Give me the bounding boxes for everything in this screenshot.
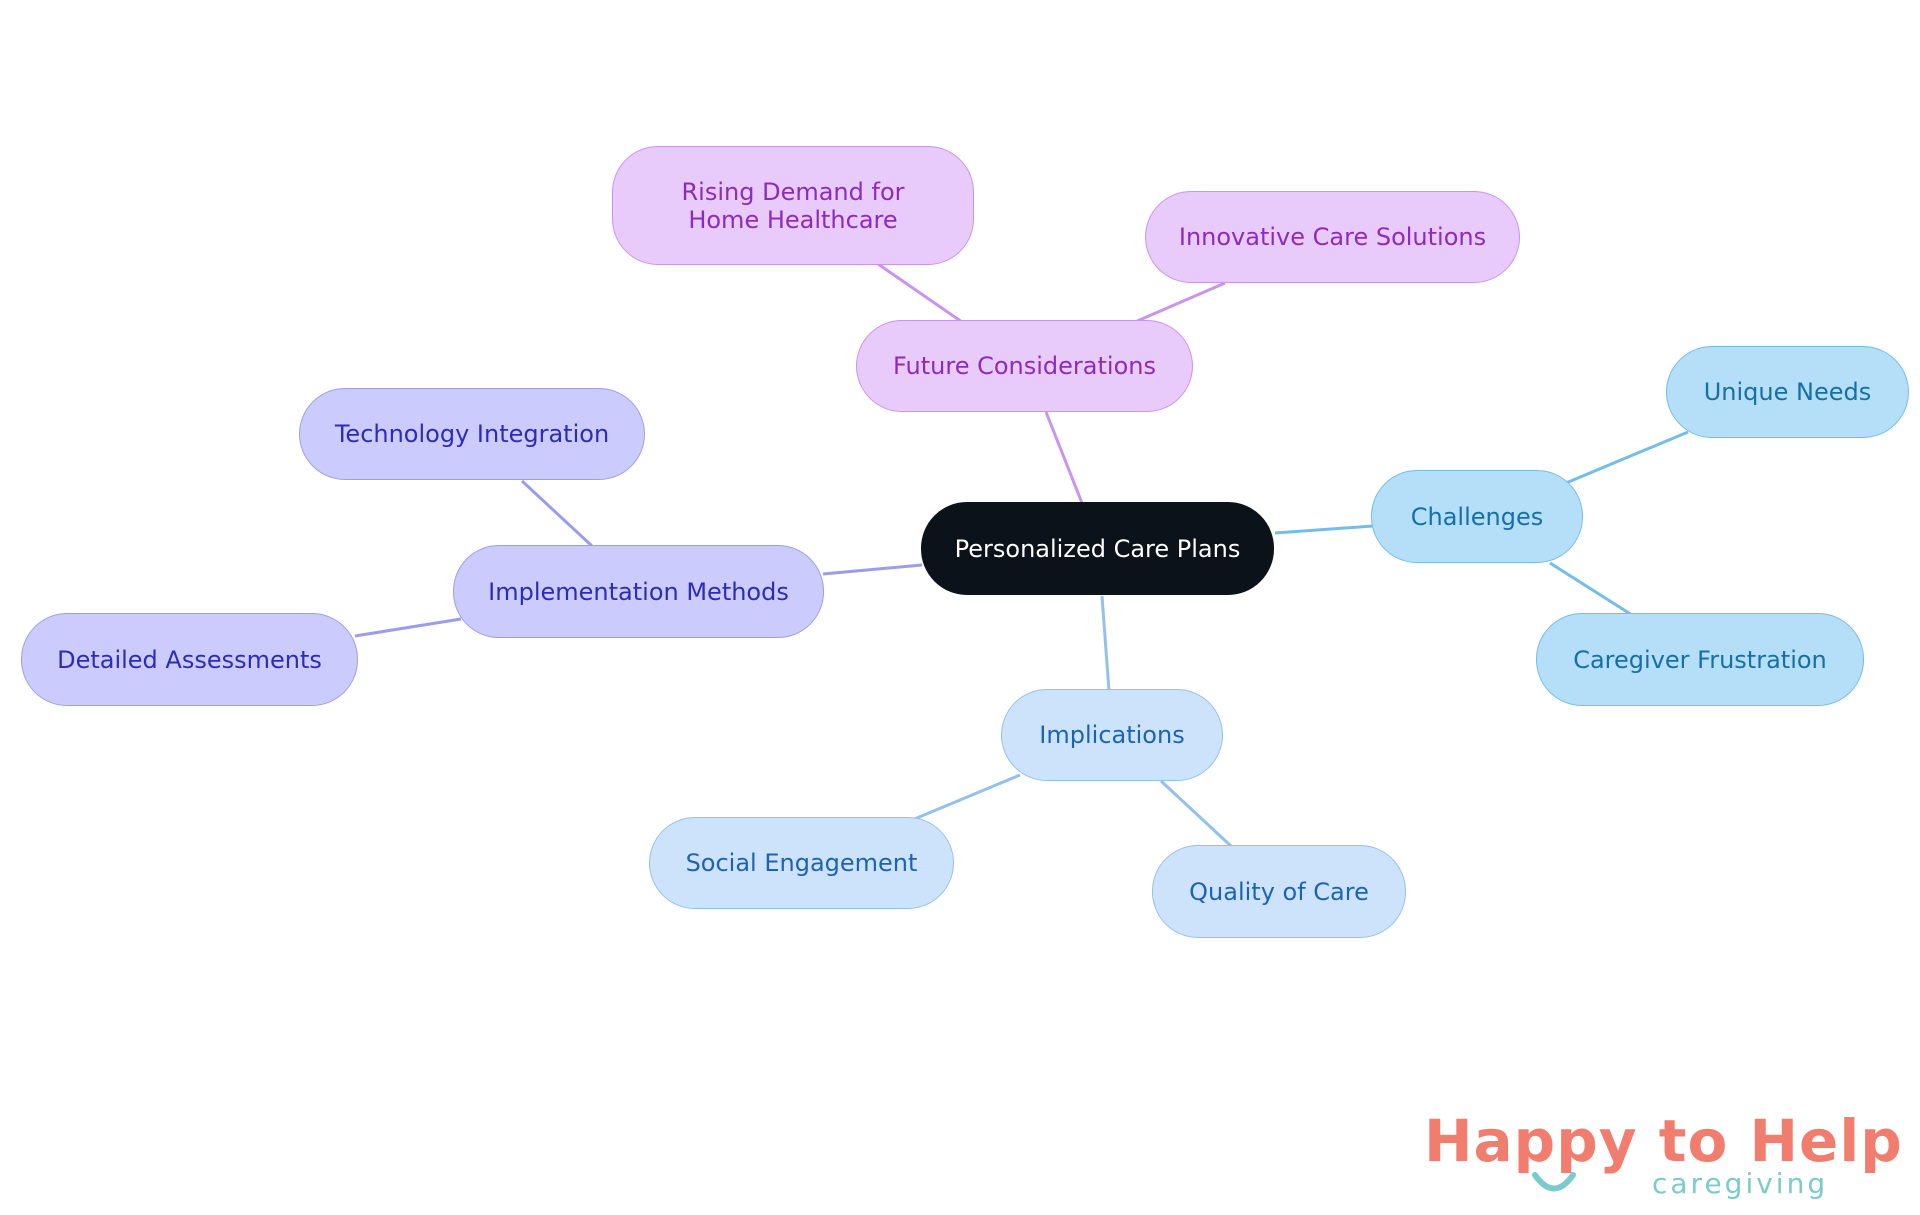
- branch-node-implementation-methods[interactable]: Implementation Methods: [453, 545, 824, 638]
- leaf-label-detailed-assessments: Detailed Assessments: [57, 645, 322, 674]
- root-node-label: Personalized Care Plans: [954, 534, 1241, 563]
- leaf-label-technology-integration: Technology Integration: [334, 420, 610, 448]
- logo-wordmark: Happy to Help: [1424, 1107, 1903, 1175]
- edge-implementation-detailed: [354, 617, 462, 638]
- leaf-label-innovative-care: Innovative Care Solutions: [1178, 223, 1487, 251]
- edge-root-future: [1044, 411, 1084, 504]
- leaf-node-social-engagement[interactable]: Social Engagement: [649, 817, 954, 909]
- edge-implementation-technology: [520, 479, 594, 548]
- branch-node-future-considerations[interactable]: Future Considerations: [856, 320, 1193, 412]
- leaf-node-unique-needs[interactable]: Unique Needs: [1666, 346, 1909, 438]
- logo-tagline: caregiving: [1652, 1167, 1829, 1200]
- leaf-node-detailed-assessments[interactable]: Detailed Assessments: [21, 613, 358, 706]
- branch-label-challenges: Challenges: [1410, 502, 1544, 531]
- branch-label-implementation-methods: Implementation Methods: [488, 577, 789, 606]
- edge-implications-quality: [1159, 779, 1234, 849]
- branch-label-future-considerations: Future Considerations: [893, 352, 1156, 380]
- branch-node-challenges[interactable]: Challenges: [1371, 470, 1583, 563]
- edge-future-innovative: [1134, 281, 1226, 324]
- leaf-label-social-engagement: Social Engagement: [685, 849, 918, 877]
- smile-icon: [1532, 1172, 1576, 1192]
- edge-challenges-unique: [1565, 430, 1689, 485]
- branch-node-implications[interactable]: Implications: [1001, 689, 1223, 781]
- leaf-label-quality-of-care: Quality of Care: [1189, 877, 1369, 906]
- root-node[interactable]: Personalized Care Plans: [921, 502, 1274, 595]
- leaf-node-rising-demand[interactable]: Rising Demand for Home Healthcare: [612, 146, 974, 265]
- edge-root-challenges: [1274, 524, 1374, 535]
- edge-root-implementation: [822, 563, 923, 576]
- branch-label-implications: Implications: [1039, 721, 1185, 749]
- edge-implications-social: [911, 773, 1021, 822]
- leaf-node-technology-integration[interactable]: Technology Integration: [299, 388, 645, 480]
- leaf-node-innovative-care[interactable]: Innovative Care Solutions: [1145, 191, 1520, 283]
- edge-challenges-frustration: [1549, 561, 1633, 617]
- edge-root-implications: [1100, 595, 1111, 692]
- leaf-node-caregiver-frustration[interactable]: Caregiver Frustration: [1536, 613, 1864, 706]
- leaf-label-caregiver-frustration: Caregiver Frustration: [1573, 645, 1827, 674]
- leaf-label-rising-demand: Rising Demand for Home Healthcare: [681, 177, 905, 234]
- edge-future-rising: [877, 262, 963, 324]
- happy-to-help-logo: Happy to Help caregiving: [1424, 1106, 1902, 1206]
- leaf-node-quality-of-care[interactable]: Quality of Care: [1152, 845, 1406, 938]
- leaf-label-unique-needs: Unique Needs: [1703, 378, 1872, 406]
